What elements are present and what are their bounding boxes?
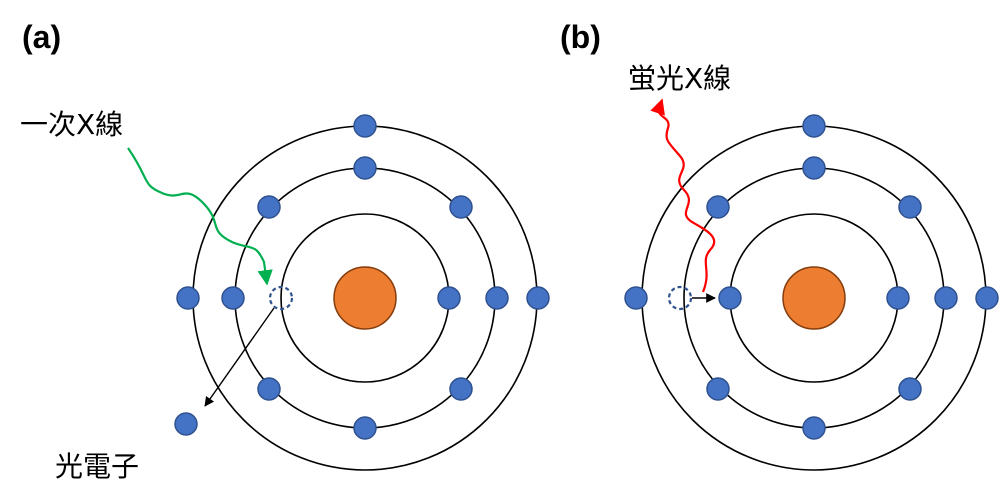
electron (257, 195, 281, 219)
nucleus (782, 266, 846, 330)
electron (257, 377, 281, 401)
panel-a-label: (a) (22, 19, 61, 55)
electron (176, 286, 200, 310)
electron (706, 377, 730, 401)
electron (437, 286, 461, 310)
electron (485, 286, 509, 310)
electron (353, 114, 377, 138)
panel-b-label: (b) (560, 19, 601, 55)
panel-a: (a) 一次X線 光電子 (20, 19, 550, 483)
electron (934, 286, 958, 310)
photoelectron-label: 光電子 (55, 450, 139, 483)
nucleus (333, 266, 397, 330)
electron (353, 156, 377, 180)
electron (802, 416, 826, 440)
electron-vacancy (667, 285, 693, 311)
electron (975, 286, 999, 310)
electron (898, 377, 922, 401)
electron (449, 195, 473, 219)
photoelectron (174, 412, 198, 436)
electron-vacancy (268, 285, 294, 311)
panel-b: (b) 蛍光X線 (560, 19, 999, 471)
primary-xray-label: 一次X線 (20, 108, 123, 141)
photoelectron-path (204, 307, 275, 407)
electron (624, 286, 648, 310)
electron (886, 286, 910, 310)
fluorescent-xray-wave (650, 98, 716, 293)
electron (802, 114, 826, 138)
electron (353, 416, 377, 440)
electron (449, 377, 473, 401)
electron (526, 286, 550, 310)
electron (898, 195, 922, 219)
fluorescent-xray-label: 蛍光X線 (628, 62, 731, 95)
electron (706, 195, 730, 219)
primary-xray-wave (127, 147, 273, 286)
electron (221, 286, 245, 310)
electron (718, 286, 742, 310)
electron (802, 156, 826, 180)
